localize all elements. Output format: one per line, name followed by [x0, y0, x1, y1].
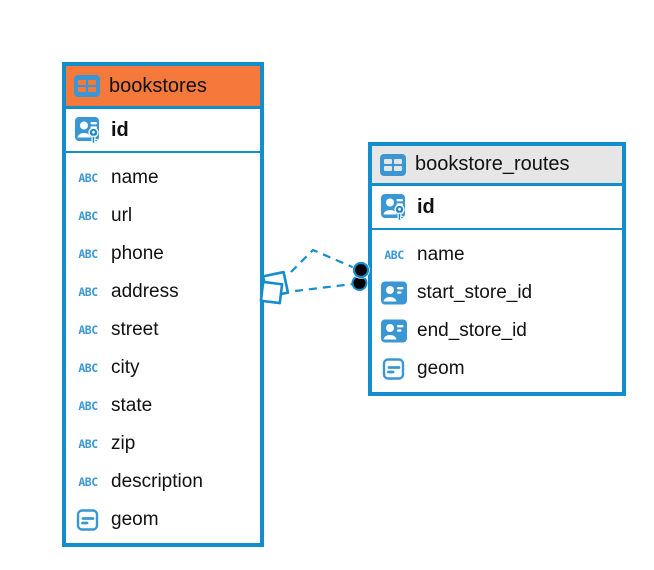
column-row-description[interactable]: ABC description [66, 463, 260, 501]
column-row-url[interactable]: ABC url [66, 197, 260, 235]
relationship-line-lower[interactable] [294, 282, 354, 293]
column-name: state [111, 395, 153, 416]
column-name: geom [111, 509, 159, 530]
geometry-icon [380, 357, 408, 381]
table-card-bookstore-routes[interactable]: bookstore_routes id ABC name start_store_i… [368, 142, 626, 396]
column-row-phone[interactable]: ABC phone [66, 235, 260, 273]
target-cardinality-marker [351, 261, 370, 291]
column-name: id [111, 118, 129, 141]
column-name: city [111, 357, 140, 378]
column-row-id[interactable]: id [66, 109, 260, 153]
column-name: street [111, 319, 159, 340]
text-icon: ABC [78, 247, 98, 261]
column-row-geom[interactable]: geom [66, 501, 260, 539]
column-name: phone [111, 243, 164, 264]
column-name: id [417, 195, 435, 218]
primary-key-section: id [66, 109, 260, 153]
column-name: start_store_id [417, 282, 533, 303]
square-marker-lower [259, 280, 284, 305]
column-row-id[interactable]: id [372, 186, 622, 230]
column-row-geom[interactable]: geom [372, 350, 622, 388]
primary-key-section: id [372, 186, 622, 230]
text-icon: ABC [78, 361, 98, 375]
text-icon: ABC [78, 285, 98, 299]
geometry-icon [74, 508, 102, 532]
table-icon [74, 75, 100, 97]
column-row-start_store_id[interactable]: start_store_id [372, 274, 622, 312]
dot-marker-upper [352, 261, 370, 279]
column-name: geom [417, 358, 465, 379]
column-name: description [111, 471, 203, 492]
column-row-name[interactable]: ABC name [372, 236, 622, 274]
column-row-end_store_id[interactable]: end_store_id [372, 312, 622, 350]
reference-icon [380, 319, 408, 343]
column-name: url [111, 205, 133, 226]
primary-key-icon [380, 193, 408, 222]
table-title: bookstores [109, 74, 207, 97]
source-cardinality-marker [259, 270, 290, 305]
column-row-state[interactable]: ABC state [66, 387, 260, 425]
column-name: name [417, 244, 465, 265]
text-icon: ABC [384, 248, 404, 262]
reference-icon [380, 281, 408, 305]
column-row-city[interactable]: ABC city [66, 349, 260, 387]
text-icon: ABC [78, 323, 98, 337]
table-title: bookstore_routes [415, 153, 570, 175]
table-header[interactable]: bookstore_routes [372, 146, 622, 186]
text-icon: ABC [78, 171, 98, 185]
text-icon: ABC [78, 209, 98, 223]
column-name: zip [111, 433, 136, 454]
column-name: name [111, 167, 159, 188]
column-row-street[interactable]: ABC street [66, 311, 260, 349]
column-row-zip[interactable]: ABC zip [66, 425, 260, 463]
text-icon: ABC [78, 437, 98, 451]
relationship-line-upper[interactable] [290, 248, 358, 273]
primary-key-icon [74, 116, 102, 145]
relationship-connector[interactable] [248, 236, 388, 326]
text-icon: ABC [78, 399, 98, 413]
relationship-lines[interactable] [290, 248, 358, 293]
text-icon: ABC [78, 475, 98, 489]
table-header[interactable]: bookstores [66, 66, 260, 109]
column-row-address[interactable]: ABC address [66, 273, 260, 311]
table-icon [380, 153, 406, 176]
column-name: address [111, 281, 179, 302]
column-name: end_store_id [417, 320, 527, 341]
column-row-name[interactable]: ABC name [66, 159, 260, 197]
